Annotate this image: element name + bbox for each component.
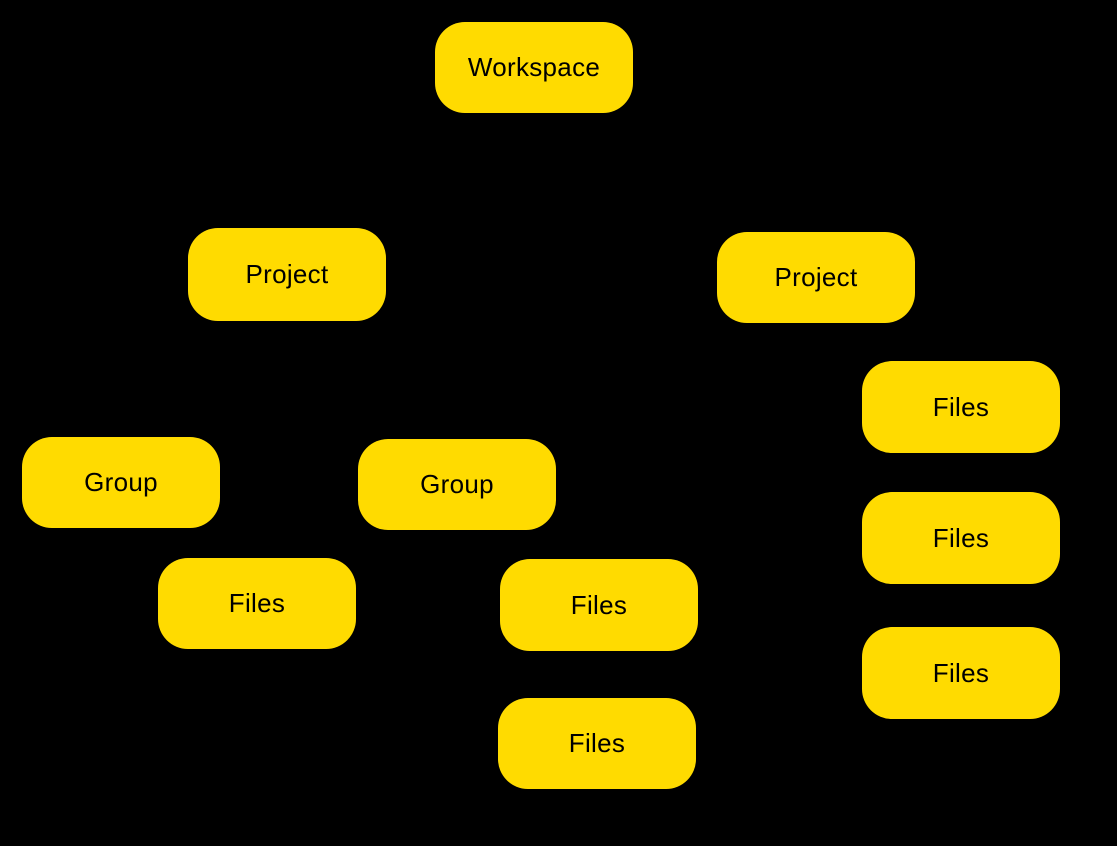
node-files-middle-bottom: Files [498,698,696,789]
node-files-middle-bottom-label: Files [568,728,626,758]
node-project-left-label: Project [245,259,329,289]
node-workspace-label: Workspace [467,52,601,82]
node-project-left: Project [188,228,386,321]
node-project-right: Project [717,232,915,323]
node-files-left-label: Files [228,588,286,618]
node-group-left-label: Group [84,467,158,497]
node-files-right-bottom-label: Files [932,657,990,688]
node-workspace: Workspace [435,22,633,113]
node-files-middle-label: Files [570,589,628,620]
node-group-left: Group [22,437,220,528]
node-group-middle: Group [358,439,556,530]
node-files-middle: Files [500,559,698,651]
node-group-middle-label: Group [420,469,494,499]
node-files-right-top: Files [862,361,1060,453]
node-files-right-top-label: Files [932,391,990,422]
edge-project_right-to-files_right_bottom [815,277,962,674]
node-project-right-label: Project [774,262,858,292]
node-files-right-middle: Files [862,492,1060,584]
node-files-right-bottom: Files [862,627,1060,719]
node-files-left: Files [158,558,356,649]
node-files-right-middle-label: Files [932,522,990,553]
